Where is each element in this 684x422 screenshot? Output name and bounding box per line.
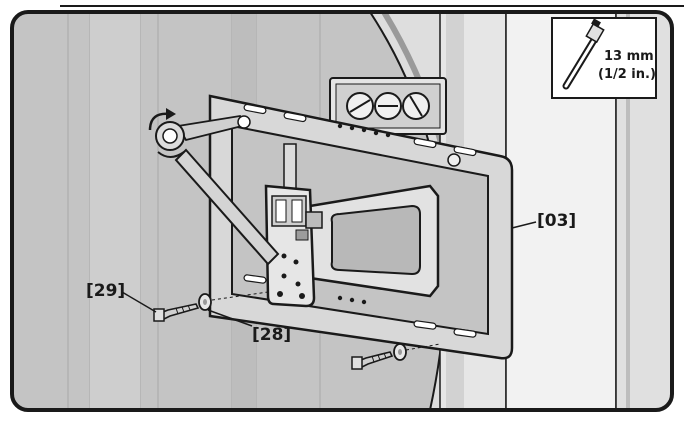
label-washer: [28] xyxy=(252,325,291,345)
tool-size-metric: 13 mm xyxy=(604,49,654,64)
label-bracket: [03] xyxy=(537,211,576,231)
articulating-arm xyxy=(310,186,438,296)
tool-callout: 13 mm (1/2 in.) xyxy=(552,18,656,98)
label-lag-bolt: [29] xyxy=(86,281,125,301)
washer-left xyxy=(199,294,211,310)
tool-size-imperial: (1/2 in.) xyxy=(598,67,656,82)
washer-bottom xyxy=(394,344,406,360)
stud-highlight xyxy=(90,12,140,410)
